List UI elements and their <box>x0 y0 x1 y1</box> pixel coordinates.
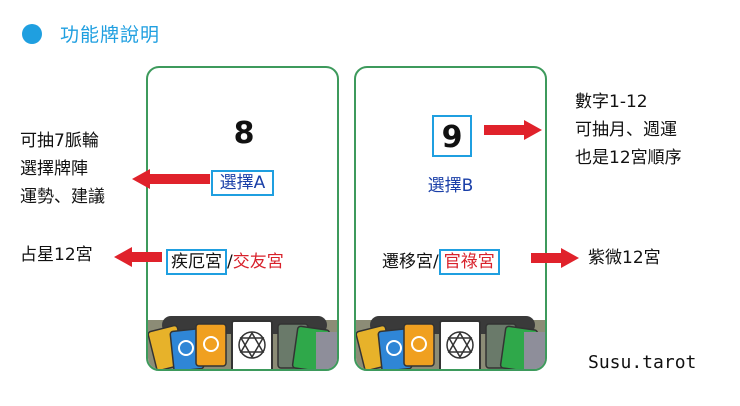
card-b-separator: / <box>433 252 439 272</box>
tarot-cards-illustration <box>148 316 337 369</box>
note-left-top-line: 選擇牌陣 <box>20 159 88 179</box>
note-right-top-line: 數字1-12 <box>575 92 648 112</box>
card-a-number: 8 <box>233 116 255 151</box>
card-a-palace-right: 交友宮 <box>232 252 284 272</box>
bullet-dot-icon <box>22 23 42 44</box>
card-b-number: 9 <box>432 115 472 157</box>
note-right-top-line: 也是12宮順序 <box>575 148 682 168</box>
note-left-bottom: 占星12宮 <box>20 245 93 265</box>
brand-watermark: Susu.tarot <box>588 352 697 373</box>
note-left-top-line: 運勢、建議 <box>20 187 105 207</box>
card-b-palace-right: 官祿宮 <box>438 249 500 275</box>
card-a-separator: / <box>227 252 233 272</box>
card-b-label: 選擇B <box>427 176 474 196</box>
arrow-right-icon <box>531 248 579 268</box>
card-b-palace-left: 遷移宮 <box>382 252 433 272</box>
arrow-right-icon <box>484 120 542 140</box>
note-left-top-line: 可抽7脈輪 <box>20 131 99 151</box>
arrow-left-icon <box>132 169 210 189</box>
card-a-label: 選擇A <box>210 170 275 196</box>
note-right-top: 數字1-12 可抽月、週運 也是12宮順序 <box>575 88 682 172</box>
note-right-bottom: 紫微12宮 <box>588 248 661 268</box>
note-right-top-line: 可抽月、週運 <box>575 120 677 140</box>
tarot-cards-illustration <box>356 316 545 369</box>
card-a-palace-line: 疾厄宮/交友宮 <box>166 247 284 275</box>
arrow-left-icon <box>114 247 162 267</box>
function-card-a: 8 選擇A 疾厄宮/交友宮 <box>146 66 339 371</box>
function-card-b: 9 選擇B 遷移宮/官祿宮 <box>354 66 547 371</box>
header-title: 功能牌說明 <box>60 24 161 46</box>
note-left-top: 可抽7脈輪 選擇牌陣 運勢、建議 <box>20 127 105 211</box>
section-header: 功能牌說明 <box>22 20 160 47</box>
card-a-palace-left: 疾厄宮 <box>166 249 227 275</box>
card-b-palace-line: 遷移宮/官祿宮 <box>382 247 500 275</box>
